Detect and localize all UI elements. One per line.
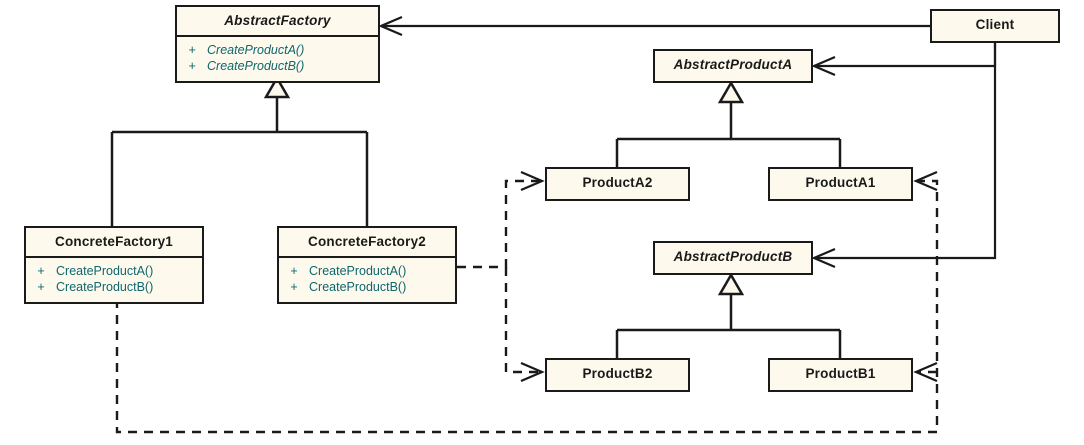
member-signature: CreateProductA() (56, 263, 154, 278)
class-box-abstract-factory[interactable]: AbstractFactory + CreateProductA() + Cre… (175, 5, 380, 83)
generalization-product-a (615, 80, 842, 167)
member-signature: CreateProductB() (56, 280, 154, 294)
class-title-abstract-factory: AbstractFactory (224, 13, 331, 28)
dependency-concretefactory2-products (457, 170, 545, 383)
class-member: + CreateProductB() (177, 58, 378, 75)
generalization-factories (110, 75, 369, 226)
class-members-abstract-factory: + CreateProductA() + CreateProductB() (177, 34, 378, 81)
member-visibility: + (37, 263, 45, 278)
class-title-abstract-product-a: AbstractProductA (673, 57, 793, 72)
class-box-concrete-factory-2[interactable]: ConcreteFactory2 + CreateProductA() + Cr… (277, 226, 457, 304)
member-signature: CreateProductB() (207, 59, 305, 73)
class-title-concrete-factory-1: ConcreteFactory1 (55, 234, 173, 249)
member-visibility: + (188, 42, 196, 57)
association-client-abstractproductb (811, 43, 997, 269)
dependency-concretefactory1-products (115, 170, 939, 434)
member-visibility: + (188, 59, 196, 73)
class-title-abstract-product-b: AbstractProductB (673, 249, 793, 264)
association-client-abstractfactory (378, 15, 930, 37)
class-box-abstract-product-b[interactable]: AbstractProductB (653, 241, 813, 275)
class-member: + CreateProductB() (279, 279, 455, 296)
class-title-product-b2: ProductB2 (582, 366, 653, 381)
class-member: + CreateProductA() (279, 263, 455, 280)
class-box-concrete-factory-1[interactable]: ConcreteFactory1 + CreateProductA() + Cr… (24, 226, 204, 304)
member-visibility: + (37, 280, 45, 294)
association-client-abstractproducta (811, 43, 997, 77)
class-title-product-b1: ProductB1 (805, 366, 876, 381)
class-title-product-a2: ProductA2 (582, 175, 653, 190)
class-title-client: Client (975, 17, 1015, 32)
class-box-product-b1[interactable]: ProductB1 (768, 358, 913, 392)
member-visibility: + (290, 263, 298, 278)
class-box-client[interactable]: Client (930, 9, 1060, 43)
class-title-product-a1: ProductA1 (805, 175, 876, 190)
member-signature: CreateProductA() (309, 263, 407, 278)
class-member: + CreateProductA() (177, 42, 378, 59)
class-member: + CreateProductA() (26, 263, 202, 280)
class-member: + CreateProductB() (26, 279, 202, 296)
class-members-concrete-factory-1: + CreateProductA() + CreateProductB() (26, 255, 202, 302)
member-visibility: + (290, 280, 298, 294)
generalization-product-b (615, 272, 842, 358)
class-title-concrete-factory-2: ConcreteFactory2 (308, 234, 426, 249)
class-box-abstract-product-a[interactable]: AbstractProductA (653, 49, 813, 83)
member-signature: CreateProductB() (309, 280, 407, 294)
class-box-product-a2[interactable]: ProductA2 (545, 167, 690, 201)
class-members-concrete-factory-2: + CreateProductA() + CreateProductB() (279, 255, 455, 302)
member-signature: CreateProductA() (207, 42, 305, 57)
class-box-product-a1[interactable]: ProductA1 (768, 167, 913, 201)
class-box-product-b2[interactable]: ProductB2 (545, 358, 690, 392)
